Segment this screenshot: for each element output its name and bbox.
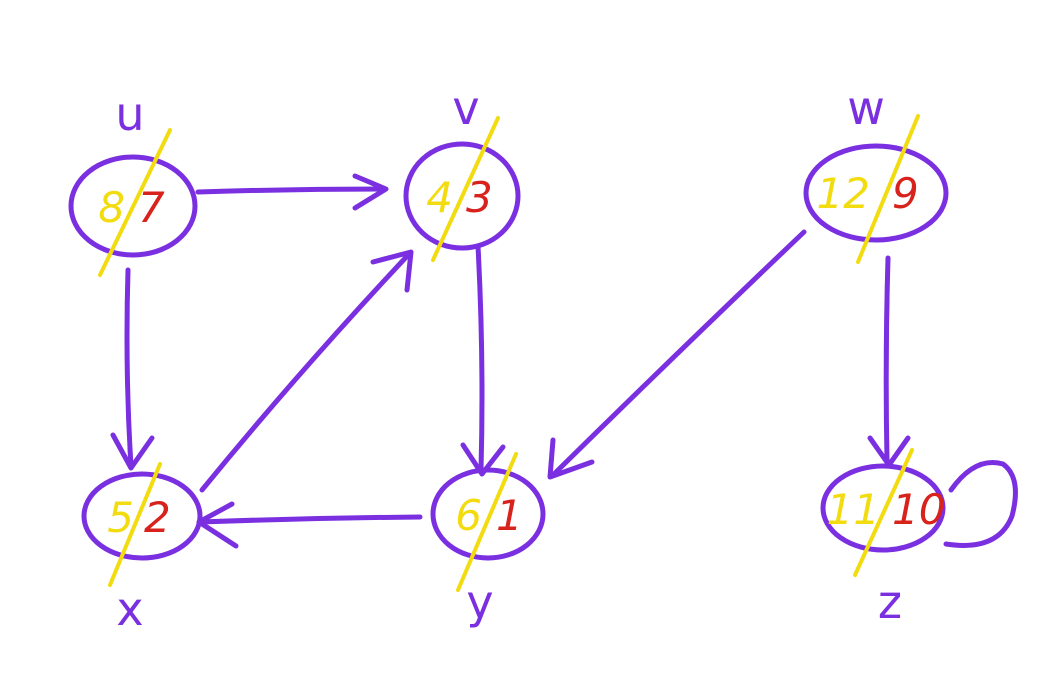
node-u-slash: [98, 128, 172, 277]
node-w-ring: [803, 143, 949, 243]
node-y-ring: [430, 467, 546, 561]
node-v-finish: 3: [466, 173, 493, 222]
node-v-label: v: [452, 81, 479, 135]
node-v-ring: [403, 141, 521, 251]
node-y-slash: [456, 452, 518, 592]
node-u-ring: [68, 154, 198, 258]
node-z-label: z: [878, 575, 902, 629]
node-u: 8 7 u: [68, 87, 198, 277]
node-y-label: y: [466, 575, 493, 629]
node-w-label: w: [847, 81, 885, 135]
node-x-finish: 2: [144, 493, 171, 542]
node-y-finish: 1: [496, 491, 523, 540]
edge-u-v: [195, 173, 389, 211]
node-x: 5 2 x: [81, 462, 203, 636]
node-w: 12 9 w: [803, 81, 949, 264]
edge-w-y: [547, 229, 807, 480]
edge-u-x: [110, 267, 155, 471]
node-z-finish: 10: [892, 485, 945, 534]
node-u-discovery: 8: [98, 183, 125, 232]
node-v: 4 3 v: [403, 81, 521, 262]
node-x-discovery: 5: [107, 493, 134, 542]
node-y-discovery: 6: [455, 491, 482, 540]
node-u-finish: 7: [138, 183, 165, 232]
edge-v-y: [460, 243, 506, 477]
node-x-slash: [108, 462, 162, 587]
node-v-slash: [431, 116, 500, 262]
node-z-ring: [820, 463, 946, 553]
node-z: 11 10 z: [820, 448, 946, 629]
node-x-label: x: [116, 582, 143, 636]
node-w-finish: 9: [892, 169, 919, 218]
node-z-discovery: 11: [827, 485, 880, 534]
node-x-ring: [81, 471, 203, 561]
node-y: 6 1 y: [430, 452, 546, 629]
edges: [110, 173, 1018, 549]
edge-z-z: [943, 460, 1018, 548]
node-w-slash: [856, 114, 920, 264]
node-w-discovery: 12: [817, 169, 870, 218]
edge-w-z: [867, 255, 911, 468]
edge-y-x: [196, 501, 423, 549]
node-v-discovery: 4: [426, 173, 453, 222]
edge-x-v: [199, 249, 414, 493]
node-z-slash: [853, 448, 914, 577]
node-u-label: u: [115, 87, 144, 141]
